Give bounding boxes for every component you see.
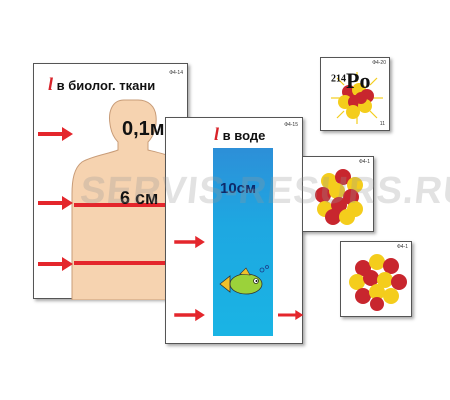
card-nucleus-2: Ф4-1 [340, 241, 412, 317]
nucleus-icon [315, 169, 363, 225]
tissue-red-line-mid [74, 203, 189, 207]
arrow-right-icon [174, 235, 205, 249]
watermark: SERVIS-RESURS.RU [78, 170, 450, 212]
card-bio-tissue: Ф4-14 l в биолог. ткани 0,1м 6 см [33, 63, 189, 300]
length-symbol: l [48, 74, 54, 94]
card-code: Ф4-1 [396, 244, 408, 250]
card-code: Ф4-1 [358, 159, 370, 165]
card-title: l в биолог. ткани [48, 74, 155, 95]
card-page: 11 [379, 121, 385, 127]
card-code: Ф4-14 [169, 70, 183, 76]
fish-icon [219, 265, 269, 295]
nucleus-icon [331, 72, 383, 124]
depth-label-mid: 6 см [120, 188, 159, 208]
body-shape [71, 99, 189, 300]
card-nucleus-1: Ф4-1 [302, 156, 374, 232]
mass-number: 214 [331, 73, 346, 85]
card-title-text: в биолог. ткани [56, 78, 156, 93]
isotope-label: 214Po [331, 68, 370, 94]
arrow-right-icon [174, 308, 205, 322]
water-column [213, 148, 273, 336]
card-title: l в воде [214, 124, 265, 145]
depth-label: 10см [220, 180, 257, 197]
arrow-right-icon [38, 127, 73, 141]
tissue-red-line-low [74, 261, 189, 265]
nucleus-icon [349, 254, 407, 311]
card-water: Ф4-15 l в воде 10см [165, 117, 304, 344]
length-symbol: l [214, 124, 220, 144]
card-code: Ф4-15 [284, 122, 298, 128]
arrow-right-icon [38, 257, 73, 271]
depth-label-top: 0,1м [122, 118, 165, 140]
arrow-right-icon [278, 309, 304, 321]
card-code: Ф4-20 [372, 60, 386, 66]
element-symbol: Po [346, 68, 371, 93]
card-polonium: Ф4-20 214Po 11 [320, 57, 390, 131]
card-title-text: в воде [222, 128, 266, 143]
arrow-right-icon [38, 196, 73, 210]
human-silhouette [71, 99, 189, 300]
